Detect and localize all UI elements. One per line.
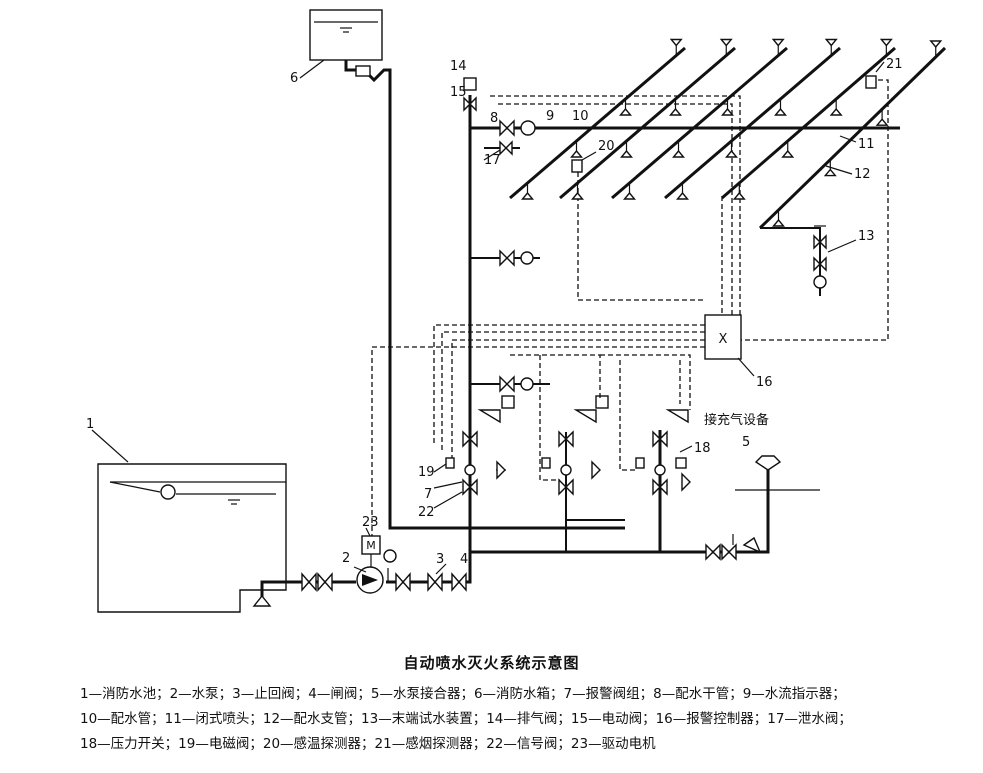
component-number: 11 [858,137,875,152]
sprinkler-head [875,109,889,126]
sprinkler-head [824,38,838,56]
sprinkler-head [521,183,534,200]
sprinkler-head [570,141,583,158]
component-number: 13 [858,229,875,244]
component-number: 7 [424,487,432,502]
component-number: 22 [418,505,435,520]
component-number: 20 [598,139,615,154]
sprinkler-head [771,38,785,56]
component-number: 1 [86,417,94,432]
sprinkler-head [672,141,685,158]
alarm-controller [704,314,742,360]
controller-letter: X [719,332,728,347]
sprinkler-head [719,38,733,56]
component-number: 16 [756,375,773,390]
sprinkler-head [721,99,734,116]
component-number: 6 [290,71,298,86]
sprinkler-head [929,40,943,57]
component-number: 5 [742,435,750,450]
component-number: 15 [450,85,467,100]
component-number-labels: 1 2 3 4 5 6 7 8 9 10 11 12 13 14 15 16 1… [86,57,903,573]
motor-letter: M [366,539,376,552]
legend-line: 18—压力开关；19—电磁阀；20—感温探测器；21—感烟探测器；22—信号阀；… [80,736,656,752]
sprinkler-head [676,183,689,200]
component-number: 21 [886,57,903,72]
sprinkler-head [669,38,683,56]
fire-water-tank [309,9,383,61]
sprinkler-system-diagram: M [86,9,947,613]
diagram-title: 自动喷水灭火系统示意图 [403,654,580,672]
sprinkler-head [669,99,682,116]
component-number: 19 [418,465,435,480]
sprinkler-head [732,183,746,200]
sprinkler-head [774,99,787,116]
component-number: 10 [572,109,589,124]
sprinkler-head [725,141,738,158]
component-number: 14 [450,59,467,74]
sprinkler-head [620,141,633,158]
sprinkler-head [829,99,843,116]
component-number: 17 [484,153,501,168]
component-number: 18 [694,441,711,456]
air-supply-label: 接充气设备 [704,412,769,428]
sprinkler-head [781,141,795,158]
component-number: 2 [342,551,350,566]
legend-line: 10—配水管；11—闭式喷头；12—配水支管；13—末端试水装置；14—排气阀；… [80,711,852,727]
closed-sprinkler-heads [521,38,943,227]
component-number: 23 [362,515,379,530]
component-number: 8 [490,111,498,126]
component-number: 9 [546,109,554,124]
legend-line: 1—消防水池；2—水泵；3—止回阀；4—闸阀；5—水泵接合器；6—消防水箱；7—… [80,686,846,702]
sprinkler-head [571,183,584,200]
component-number: 12 [854,167,871,182]
fire-pool [97,463,287,613]
legend: 1—消防水池；2—水泵；3—止回阀；4—闸阀；5—水泵接合器；6—消防水箱；7—… [80,682,960,757]
diagram-drawing: M [97,9,947,613]
component-number: 3 [436,552,444,567]
component-number: 4 [460,552,468,567]
sprinkler-head [623,183,636,200]
sprinkler-head [879,38,893,56]
sprinkler-head [772,210,785,227]
sprinkler-head [619,99,632,116]
